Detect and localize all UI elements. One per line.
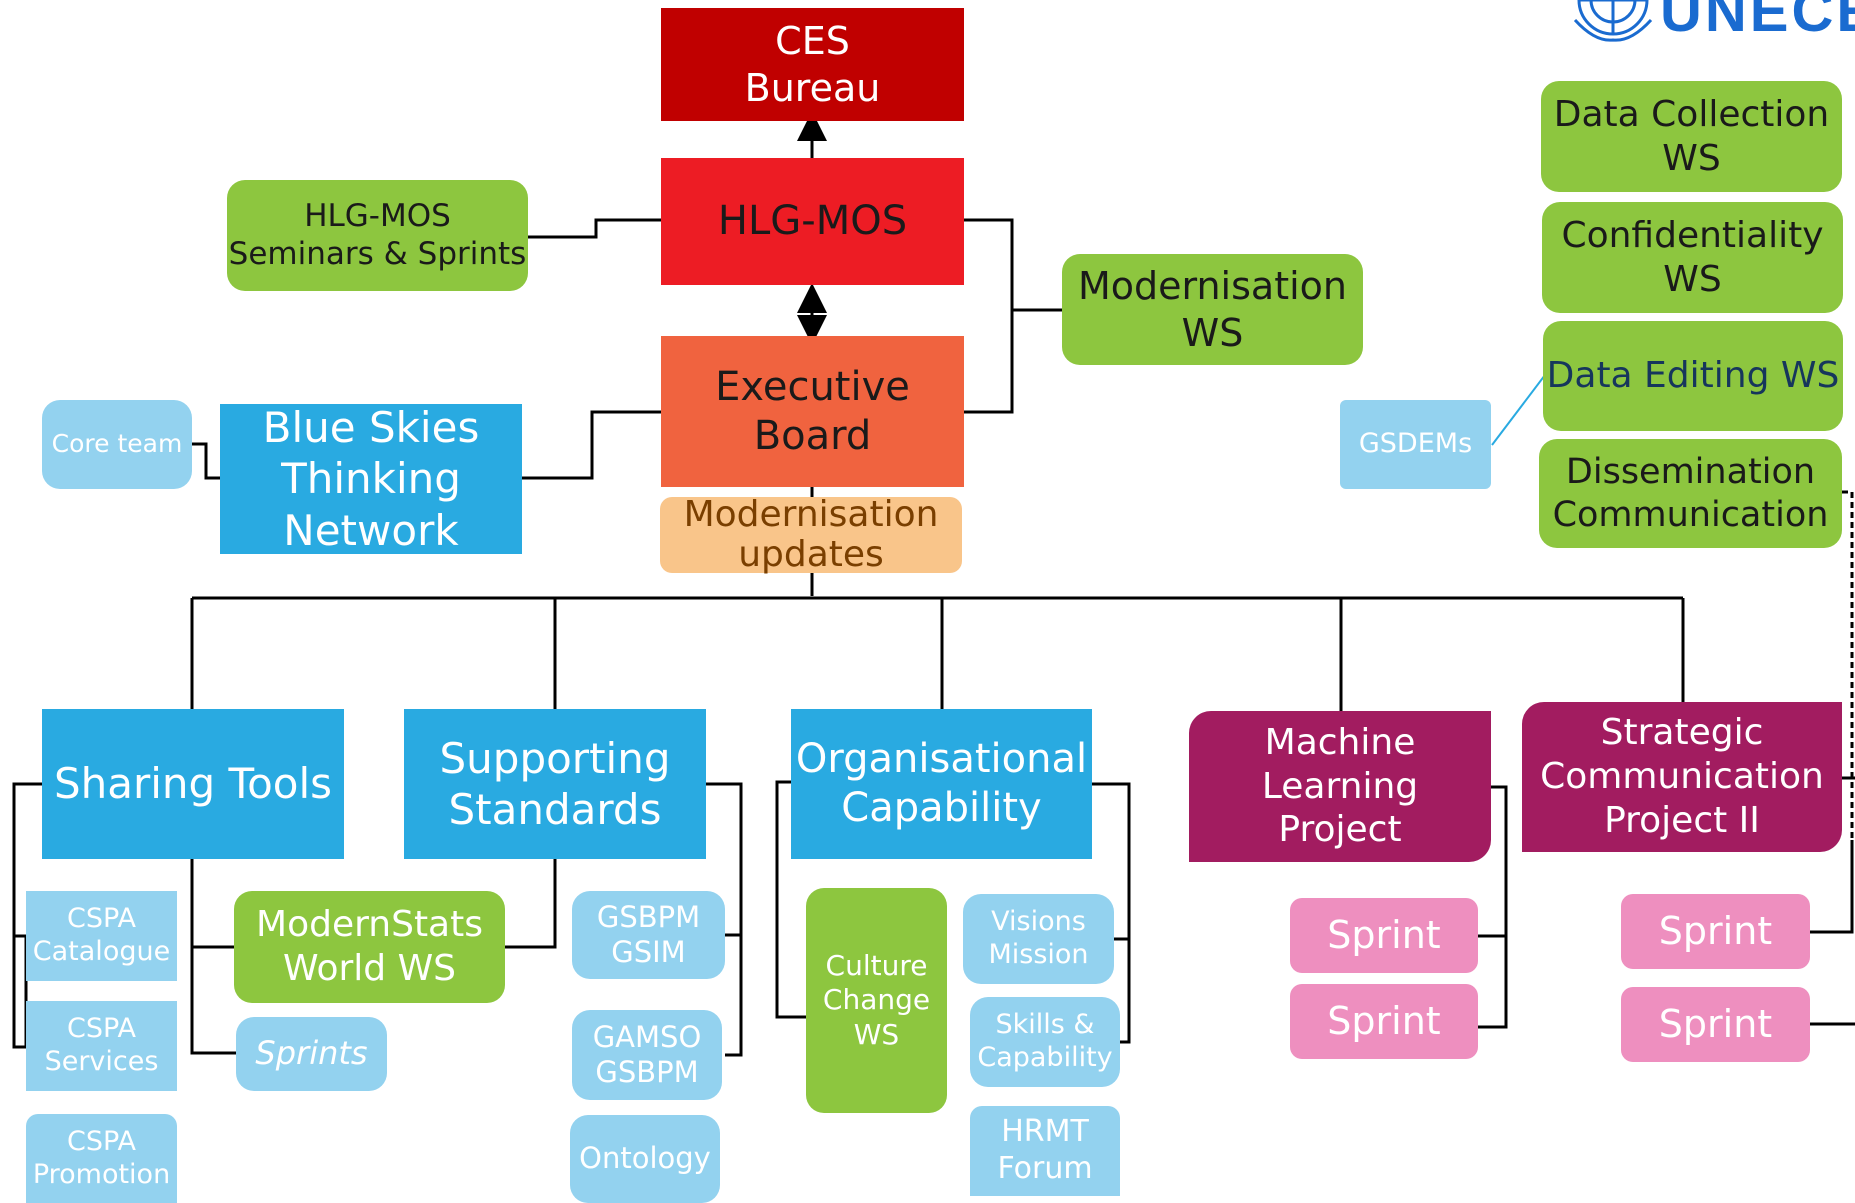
link-dissemination-dashed (1842, 490, 1854, 840)
dissemination-node: Dissemination Communication (1539, 439, 1842, 548)
cspa-services-node: CSPA Services (26, 1001, 177, 1091)
cspa-catalogue-node: CSPA Catalogue (26, 891, 177, 981)
link-ml-right (1478, 785, 1508, 1029)
skills-capability-node: Skills & Capability (970, 997, 1120, 1087)
ml-project-node: Machine Learning Project (1189, 711, 1491, 862)
un-emblem-icon (1573, 0, 1653, 42)
link-standards-right (706, 782, 743, 1057)
hrmt-forum-node: HRMT Forum (970, 1106, 1120, 1196)
core-team-node: Core team (42, 400, 192, 489)
logo-lettering: UNECE (1660, 0, 1855, 44)
strategic-comm-node: Strategic Communication Project II (1522, 702, 1842, 852)
link-modernisation-ws (964, 218, 1014, 414)
sc-sprint-1-node: Sprint (1621, 894, 1810, 969)
blue-skies-node: Blue Skies Thinking Network (220, 403, 522, 555)
sharing-tools-node: Sharing Tools (42, 709, 344, 859)
link-core-team (192, 442, 220, 480)
link-sharing-down (190, 859, 236, 1055)
sc-sprint-2-node: Sprint (1621, 987, 1810, 1062)
modernisation-ws-node: Modernisation WS (1062, 254, 1363, 365)
executive-board-node: Executive Board (661, 336, 964, 487)
gsbpm-gsim-node: GSBPM GSIM (572, 891, 725, 979)
cspa-promotion-node: CSPA Promotion (26, 1114, 177, 1203)
data-editing-ws-node: Data Editing WS (1543, 321, 1843, 431)
modernisation-updates-node: Modernisation updates (660, 495, 962, 574)
ml-sprint-2-node: Sprint (1290, 984, 1478, 1059)
ml-sprint-1-node: Sprint (1290, 898, 1478, 973)
link-sharing-left (12, 782, 42, 1049)
supporting-standards-node: Supporting Standards (404, 709, 706, 859)
link-gsdems (1491, 374, 1546, 446)
link-standards-ms (505, 859, 557, 949)
seminars-sprints-node: HLG-MOS Seminars & Sprints (227, 180, 528, 291)
gamso-gsbpm-node: GAMSO GSBPM (572, 1010, 722, 1100)
data-collection-ws-node: Data Collection WS (1541, 81, 1842, 192)
link-org-left (775, 780, 806, 1019)
link-org-right (1092, 782, 1131, 1044)
link-seminars (528, 218, 662, 239)
link-blue-skies (522, 410, 662, 480)
culture-change-ws-node: Culture Change WS (806, 888, 947, 1113)
modernstats-ws-node: ModernStats World WS (234, 891, 505, 1003)
gsdems-node: GSDEMs (1340, 400, 1491, 489)
organisational-capability-node: Organisational Capability (791, 709, 1092, 859)
confidentiality-ws-node: Confidentiality WS (1542, 202, 1843, 313)
sprints-node: Sprints (236, 1017, 387, 1091)
hlg-mos-node: HLG-MOS (661, 158, 964, 285)
ces-bureau-node: CES Bureau (661, 8, 964, 121)
ontology-node: Ontology (570, 1115, 720, 1203)
visions-mission-node: Visions Mission (963, 894, 1114, 984)
